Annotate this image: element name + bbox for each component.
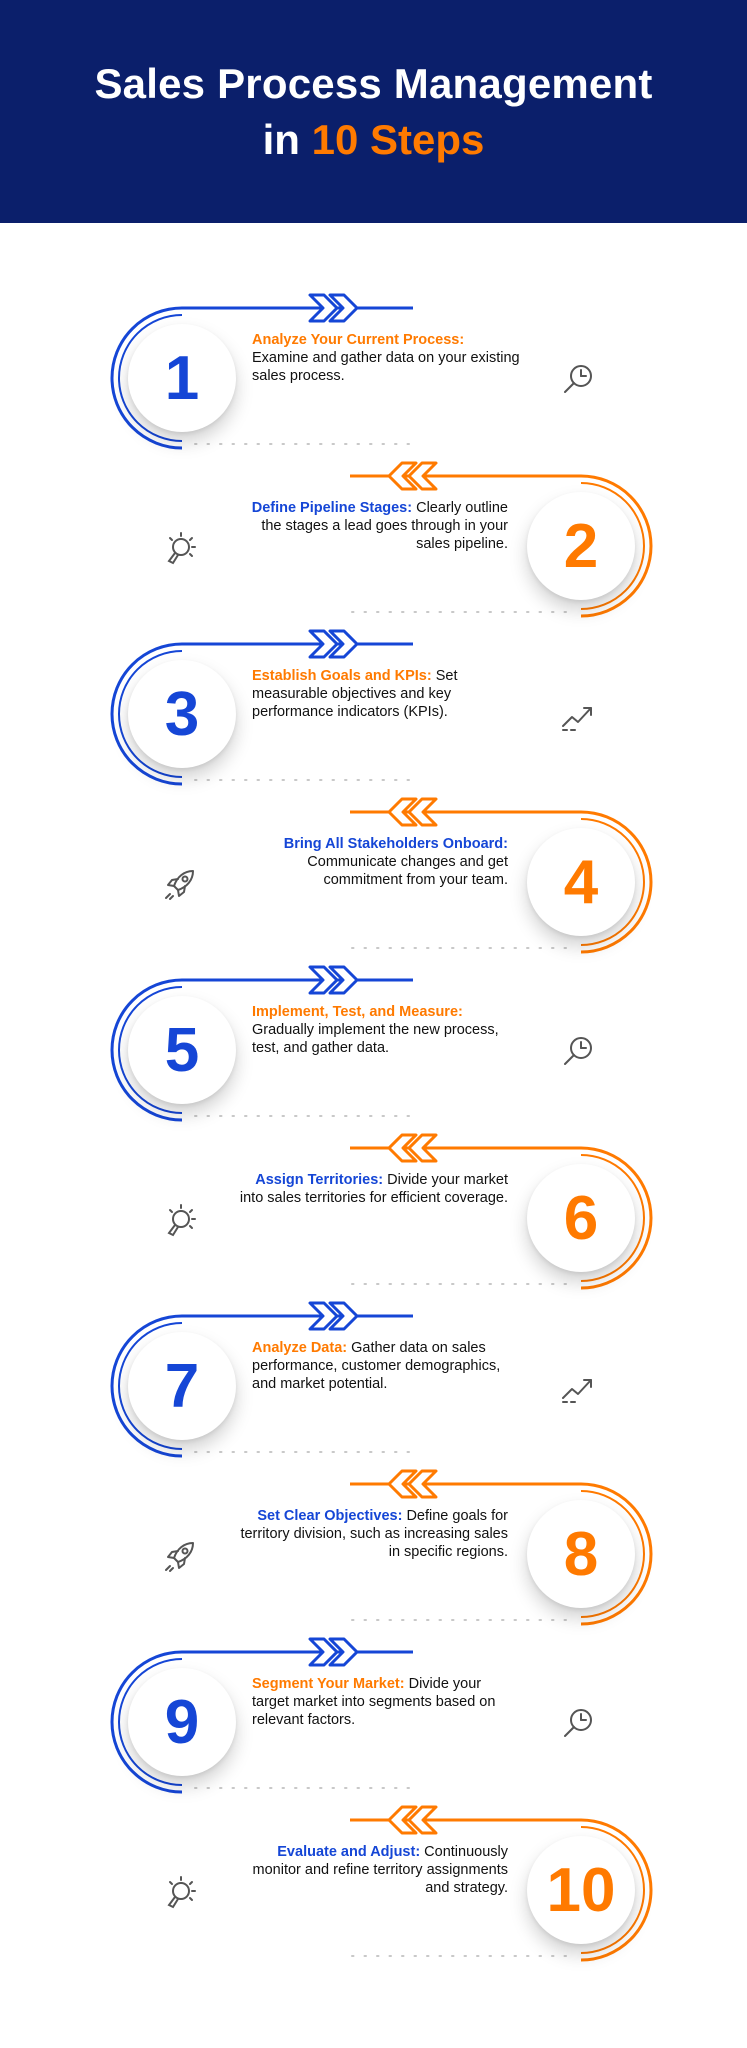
step-number: 1 [164,343,200,413]
step-body: Define goals for territory division, suc… [240,1508,508,1560]
step-number-circle: 8 [527,1500,635,1608]
step-title: Set Clear Objectives: [257,1508,407,1524]
step-number: 2 [563,511,599,581]
trend-up-icon [558,696,598,736]
step-decoration [110,629,413,786]
step-description: Analyze Your Current Process: Examine an… [252,331,522,385]
step-title: Implement, Test, and Measure: [252,1004,463,1020]
step-decoration [350,1805,653,1962]
step-body: Examine and gather data on your existing… [252,350,520,384]
step-body: Communicate changes and get commitment f… [307,854,508,888]
title-prefix: in [262,116,300,163]
step-number: 10 [546,1855,616,1925]
step-title: Evaluate and Adjust: [277,1844,425,1860]
trend-up-icon [558,1368,598,1408]
rocket-icon [160,864,200,904]
title-accent: 10 Steps [311,116,485,163]
step-decoration [110,1301,413,1458]
step-number: 9 [164,1687,200,1757]
step-4: 4 Bring All Stakeholders Onboard: Commun… [0,789,747,989]
step-number: 7 [164,1351,200,1421]
step-number: 5 [164,1015,200,1085]
step-description: Establish Goals and KPIs: Set measurable… [252,667,522,721]
step-number-circle: 3 [128,660,236,768]
page-title-line2: in 10 Steps [0,114,747,166]
step-decoration [350,1133,653,1290]
step-decoration [110,965,413,1122]
step-description: Assign Territories: Divide your market i… [238,1171,508,1207]
step-3: 3 Establish Goals and KPIs: Set measurab… [0,621,747,821]
step-title: Establish Goals and KPIs: [252,668,436,684]
lightbulb-icon [160,1200,200,1240]
step-title: Assign Territories: [255,1172,388,1188]
step-decoration [350,797,653,954]
magnifier-clock-icon [558,1032,598,1072]
step-1: 1 Analyze Your Current Process: Examine … [0,285,747,485]
step-description: Implement, Test, and Measure: Gradually … [252,1003,522,1057]
step-decoration [350,1469,653,1626]
step-body: Set measurable objectives and key perfor… [252,668,458,720]
step-number: 4 [563,847,599,917]
step-title: Bring All Stakeholders Onboard: [283,836,508,852]
step-decoration [110,293,413,450]
step-title: Segment Your Market: [252,1676,409,1692]
step-decoration [110,1637,413,1794]
step-description: Evaluate and Adjust: Continuously monito… [238,1843,508,1897]
step-title: Define Pipeline Stages: [251,500,417,516]
step-description: Define Pipeline Stages: Clearly outline … [238,499,508,553]
step-title: Analyze Data: [252,1340,352,1356]
step-number-circle: 9 [128,1668,236,1776]
step-decoration [350,461,653,618]
step-body: Gather data on sales performance, custom… [252,1340,501,1392]
step-number-circle: 5 [128,996,236,1104]
step-description: Segment Your Market: Divide your target … [252,1675,522,1729]
step-number-circle: 6 [527,1164,635,1272]
step-description: Bring All Stakeholders Onboard: Communic… [238,835,508,889]
step-number: 6 [563,1183,599,1253]
step-6: 6 Assign Territories: Divide your market… [0,1125,747,1325]
step-number-circle: 2 [527,492,635,600]
page-title-line1: Sales Process Management [94,60,653,107]
step-description: Analyze Data: Gather data on sales perfo… [252,1339,522,1393]
header-banner: Sales Process Management in 10 Steps [0,0,747,223]
step-number-circle: 1 [128,324,236,432]
step-number-circle: 7 [128,1332,236,1440]
step-7: 7 Analyze Data: Gather data on sales per… [0,1293,747,1493]
step-title: Analyze Your Current Process: [252,332,465,348]
step-10: 10 Evaluate and Adjust: Continuously mon… [0,1797,747,1997]
rocket-icon [160,1536,200,1576]
step-description: Set Clear Objectives: Define goals for t… [238,1507,508,1561]
magnifier-clock-icon [558,360,598,400]
step-number-circle: 10 [527,1836,635,1944]
lightbulb-icon [160,528,200,568]
step-body: Divide your target market into segments … [252,1676,496,1728]
magnifier-clock-icon [558,1704,598,1744]
step-number-circle: 4 [527,828,635,936]
step-2: 2 Define Pipeline Stages: Clearly outlin… [0,453,747,653]
step-9: 9 Segment Your Market: Divide your targe… [0,1629,747,1829]
step-body: Gradually implement the new process, tes… [252,1022,499,1056]
step-body: Divide your market into sales territorie… [239,1172,508,1206]
lightbulb-icon [160,1872,200,1912]
step-number: 3 [164,679,200,749]
step-5: 5 Implement, Test, and Measure: Graduall… [0,957,747,1157]
step-body: Clearly outline the stages a lead goes t… [261,500,508,552]
step-8: 8 Set Clear Objectives: Define goals for… [0,1461,747,1661]
step-body: Continuously monitor and refine territor… [252,1844,508,1896]
step-number: 8 [563,1519,599,1589]
